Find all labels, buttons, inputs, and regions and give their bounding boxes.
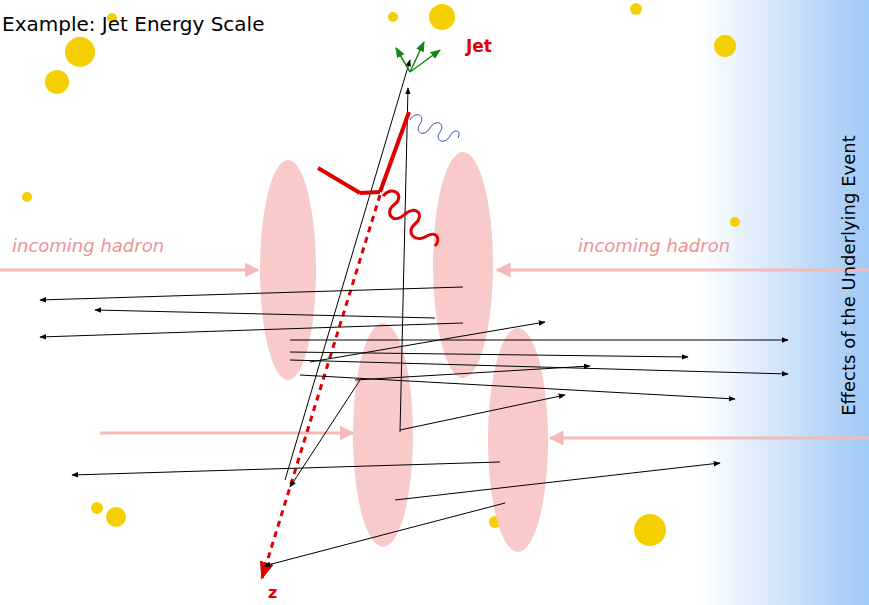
beam-axis xyxy=(262,195,380,578)
hadron-label: incoming hadron xyxy=(12,235,164,256)
hard-scatter xyxy=(318,42,459,246)
diagram-title: Example: Jet Energy Scale xyxy=(2,12,264,36)
hadron-label: incoming hadron xyxy=(578,235,730,256)
jet-label: Jet xyxy=(466,36,492,56)
underlying-event-label: Effects of the Underlying Event xyxy=(838,135,859,416)
yellow-dots xyxy=(22,3,740,546)
underlying-event-tracks xyxy=(40,60,788,566)
axis-label: z xyxy=(268,583,277,602)
underlying-event-band xyxy=(700,0,869,605)
